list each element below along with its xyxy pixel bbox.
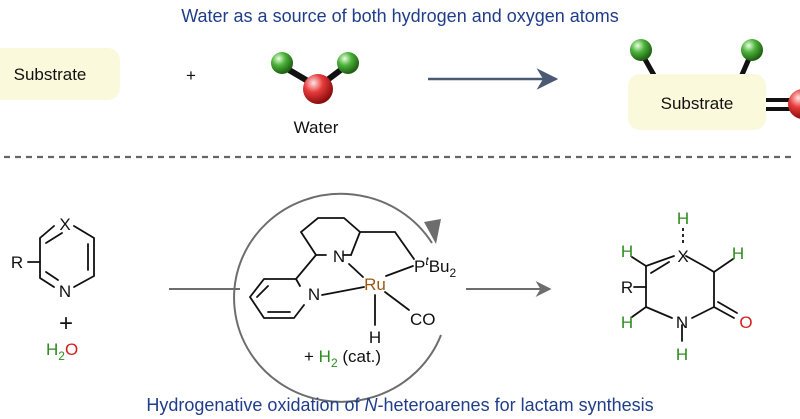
hydrogen-atom-icon	[630, 39, 652, 61]
product-r-group: R	[621, 278, 633, 297]
pyridine-n-atom: N	[308, 285, 320, 304]
substrate-right-label: Substrate	[661, 94, 734, 113]
hydrogen-atom-icon	[741, 39, 763, 61]
hydride-h-atom: H	[369, 328, 381, 347]
reactant-r-group: R	[11, 253, 23, 272]
ru-pincer-catalyst: N Ru N PtBu2 H CO	[248, 217, 456, 347]
product-h-left-top: H	[621, 242, 633, 261]
water-formula: H2O	[46, 340, 78, 363]
plus-sign-top: +	[186, 66, 196, 85]
amine-n-atom: N	[333, 247, 345, 266]
product-x-atom: X	[677, 247, 688, 266]
substrate-box-right	[628, 74, 766, 130]
product-substrate-icon	[630, 39, 800, 119]
phosphine-label: PtBu2	[414, 254, 456, 280]
product-h-left-bottom: H	[621, 313, 633, 332]
product-n-atom: N	[676, 313, 688, 332]
h2-catalytic-label: + H2 (cat.)	[304, 347, 381, 370]
reactant-n-atom: N	[59, 282, 71, 301]
product-h-bottom: H	[676, 345, 688, 364]
catalytic-cycle-arrow	[233, 192, 442, 403]
reactant-heteroarene: X N R	[11, 215, 95, 301]
hydrogen-atom-icon	[271, 52, 293, 74]
oxygen-atom-icon	[303, 74, 333, 104]
substrate-left-label: Substrate	[14, 65, 87, 84]
lactam-product: H X H H R H N H O	[621, 209, 753, 364]
substrate-box-left	[0, 48, 120, 100]
hydrogen-atom-icon	[337, 52, 359, 74]
bottom-title: Hydrogenative oxidation of N-heteroarene…	[146, 395, 653, 415]
water-label: Water	[294, 118, 339, 137]
water-molecule-icon	[271, 52, 359, 104]
product-o-atom: O	[739, 313, 752, 332]
product-h-right: H	[732, 244, 744, 263]
reactant-plus: +	[59, 310, 73, 337]
top-title: Water as a source of both hydrogen and o…	[181, 6, 619, 26]
ruthenium-atom: Ru	[364, 275, 386, 294]
product-h-top: H	[677, 209, 689, 228]
cycle-arrowhead-icon	[424, 219, 441, 244]
reactant-x-atom: X	[59, 215, 70, 234]
oxygen-atom-icon	[788, 89, 800, 119]
carbonyl-ligand: CO	[410, 310, 436, 329]
